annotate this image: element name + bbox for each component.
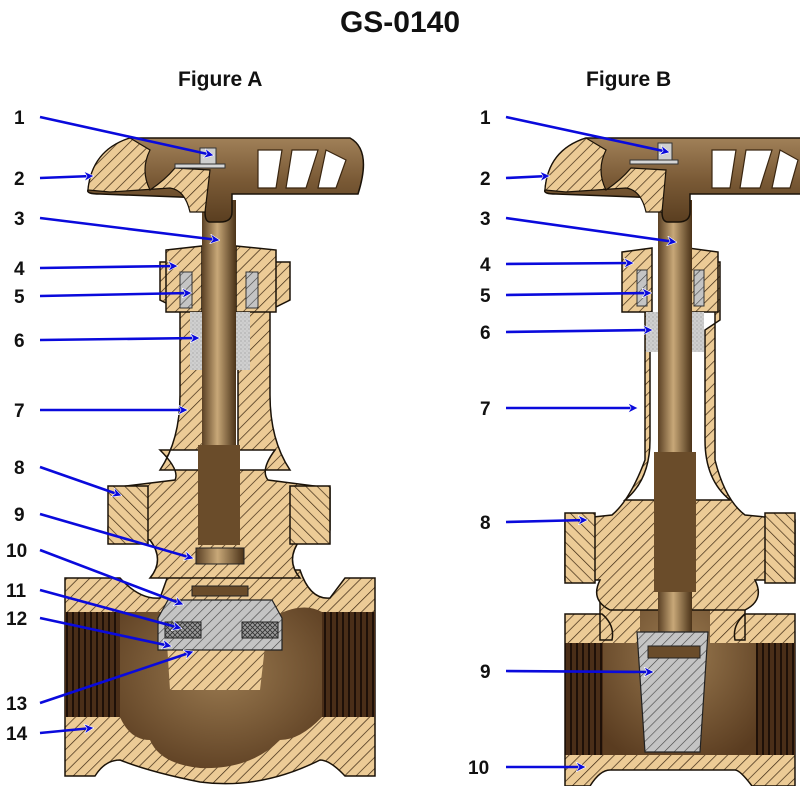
figure-a-gland-l	[179, 271, 193, 309]
figure-a-callout-label: 11	[6, 581, 27, 602]
figure-b-callouts: 1 2 3 4 5 6 7 8 9 10	[468, 108, 675, 779]
figure-b-callout-arrow	[505, 176, 548, 178]
figure-a-callout-arrow	[39, 548, 182, 604]
figure-b-union-nut-r	[764, 512, 796, 584]
figure-a-callout-arrow	[39, 616, 170, 646]
figure-a-callout-arrow	[39, 338, 198, 340]
figure-b-callout-arrow	[505, 330, 651, 332]
figure-a-stem-collar	[195, 547, 245, 565]
figure-b-packing-l	[646, 312, 658, 352]
figure-b-callout-label: 2	[480, 169, 491, 190]
figure-a-callout-label: 3	[14, 209, 25, 230]
figure-a-callout-arrow	[39, 176, 92, 178]
figure-a-washer	[174, 163, 226, 169]
figure-b-handwheel-slots	[711, 149, 799, 189]
figure-b-callout-label: 4	[480, 255, 491, 276]
figure-a-callout-arrow	[39, 465, 120, 495]
figure-b-handwheel-section	[544, 137, 667, 213]
figure-a-nut	[199, 147, 217, 167]
figure-a-title: Figure A	[178, 68, 263, 91]
figure-a-callout-arrow	[39, 512, 192, 558]
figure-b-stem-threads	[654, 452, 696, 592]
figure-b-callout-label: 1	[480, 108, 491, 129]
figure-a-packing-r	[236, 312, 250, 370]
document-title: GS-0140	[339, 6, 461, 39]
figure-b-callout-label: 9	[480, 662, 491, 683]
figure-b-outlet-thread	[756, 643, 795, 755]
figure-b-washer	[629, 159, 679, 165]
figure-a-gland-r	[245, 271, 259, 309]
figure-a-outlet-thread	[322, 612, 375, 717]
figure-a-callout-label: 6	[14, 331, 25, 352]
figure-a-callout-arrow	[39, 266, 176, 268]
figure-a-callout-arrow	[39, 293, 190, 296]
figure-b-valve	[544, 137, 800, 786]
figure-b-callout-arrow	[505, 216, 675, 242]
figure-b-title: Figure B	[586, 68, 672, 91]
figure-a-union-nut-r	[289, 485, 331, 545]
figure-b-wedge	[636, 631, 709, 753]
figure-a-callout-label: 8	[14, 458, 25, 479]
figure-b-callout-arrow	[505, 115, 668, 152]
figure-b-packing-r	[692, 312, 704, 352]
figure-b-callout-label: 3	[480, 209, 491, 230]
figure-a-callout-arrow	[39, 588, 180, 628]
figure-b-union-nut-l	[564, 512, 596, 584]
figure-a-callout-label: 12	[6, 609, 27, 630]
figure-a-stem-threads	[198, 445, 240, 545]
figure-a-callout-label: 7	[14, 401, 25, 422]
figure-a-callout-arrow	[39, 115, 212, 155]
figure-a-callout-arrow	[39, 652, 192, 705]
figure-b-gland-r	[693, 269, 705, 307]
figure-a-inlet-thread	[65, 612, 120, 717]
figure-a-packing-l	[190, 312, 204, 370]
figure-b-callout-label: 5	[480, 286, 491, 307]
figure-a-callout-label: 14	[6, 724, 28, 745]
figure-a-callout-label: 13	[6, 694, 27, 715]
figure-b-callout-arrow	[505, 263, 632, 264]
figure-a-handwheel-slots	[257, 149, 347, 189]
figure-b-callout-arrow	[505, 293, 650, 295]
figure-b-callout-arrow	[505, 520, 586, 522]
figure-b-stem-collar	[647, 645, 701, 659]
figure-b-gland-l	[636, 269, 648, 307]
figure-a-callout-label: 4	[14, 259, 25, 280]
figure-a-disc-right	[241, 621, 279, 639]
figure-a-callout-label: 10	[6, 541, 27, 562]
figure-b-callout-label: 7	[480, 399, 491, 420]
figure-b-callout-label: 6	[480, 323, 491, 344]
figure-a-callout-arrow	[39, 216, 218, 240]
figure-a-callout-arrow	[39, 728, 92, 735]
figure-b-inlet-thread	[565, 643, 603, 755]
figure-a-callout-label: 1	[14, 108, 25, 129]
figure-a-stem-collar2	[191, 585, 249, 597]
figure-a-callout-label: 5	[14, 287, 25, 308]
figure-a-callout-label: 2	[14, 169, 25, 190]
figure-a-valve	[64, 137, 376, 785]
figure-a-handwheel-section	[87, 137, 211, 213]
figure-a-callout-label: 9	[14, 505, 25, 526]
figure-b-callout-label: 8	[480, 513, 491, 534]
figure-b-callout-arrow	[505, 671, 652, 672]
figure-b-callout-label: 10	[468, 758, 489, 779]
